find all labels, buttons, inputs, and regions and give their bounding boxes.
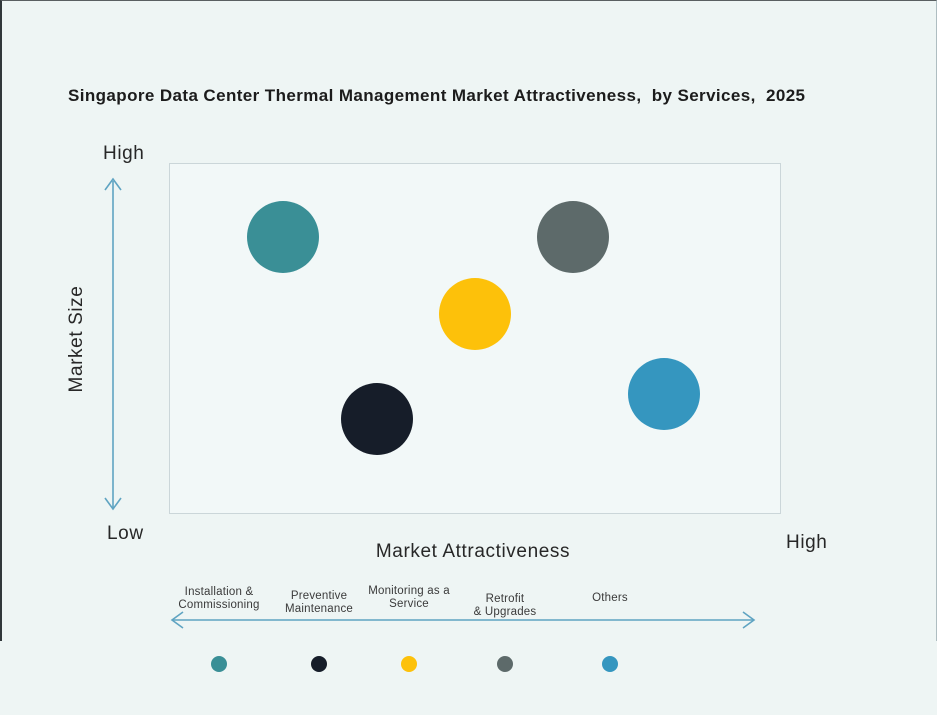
bubble-preventive-maintenance xyxy=(341,382,414,455)
bubble-monitoring-as-a-service xyxy=(439,278,511,351)
bubble-retrofit-upgrades xyxy=(536,201,609,274)
legend-dot-icon xyxy=(401,656,417,672)
y-axis-title: Market Size xyxy=(66,285,87,393)
y-axis-arrow xyxy=(104,177,122,511)
x-axis-high-label: High xyxy=(786,532,828,553)
legend-item-label: Retrofit & Upgrades xyxy=(473,593,537,618)
legend-item-label: Monitoring as a Service xyxy=(368,585,450,610)
bubble-installation-commissioning xyxy=(246,201,319,274)
x-axis-arrow xyxy=(170,611,756,629)
legend-dot-icon xyxy=(602,656,618,672)
legend-item-label: Installation & Commissioning xyxy=(178,586,260,611)
bubble-others xyxy=(628,358,701,431)
legend-dot-icon xyxy=(311,656,327,672)
x-axis-title: Market Attractiveness xyxy=(375,541,571,562)
left-arrowhead-icon xyxy=(170,611,184,629)
legend-dot-icon xyxy=(211,656,227,672)
y-axis-high-label: High xyxy=(103,143,145,164)
legend-dot-icon xyxy=(497,656,513,672)
up-arrowhead-icon xyxy=(104,177,122,191)
page-title: Singapore Data Center Thermal Management… xyxy=(68,86,806,105)
right-arrowhead-icon xyxy=(742,611,756,629)
down-arrowhead-icon xyxy=(104,497,122,511)
legend-item-label: Others xyxy=(592,592,628,604)
y-axis-low-label: Low xyxy=(107,523,144,544)
plot-area xyxy=(169,163,781,514)
legend-item-label: Preventive Maintenance xyxy=(284,590,354,615)
